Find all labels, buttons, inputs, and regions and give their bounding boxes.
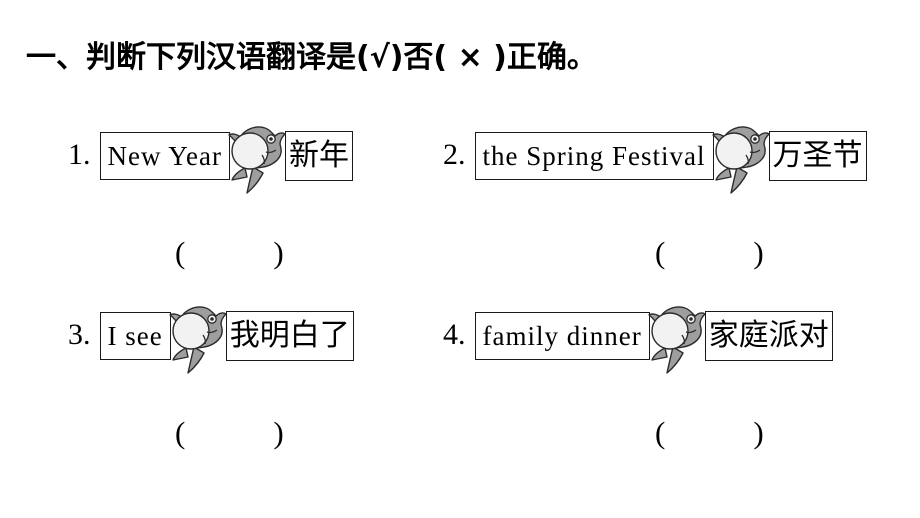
answer-paren-close-2: ) [753,235,764,270]
answer-paren-open-1: ( [175,235,186,270]
answer-slot-4[interactable]: () [655,417,764,448]
goldfish-icon [709,124,773,200]
section-title-text: 一、判断下列汉语翻译是(√)否( × )正确。 [26,40,597,75]
chinese-term-box-3[interactable]: 我明白了 [225,311,354,361]
answer-paren-close-4: ) [753,415,764,450]
answer-paren-close-1: ) [273,235,284,270]
english-term-box-4[interactable]: family dinner [474,312,650,360]
answer-slot-2[interactable]: () [655,237,764,268]
english-term-box-2[interactable]: the Spring Festival [474,132,714,180]
goldfish-icon [645,304,709,380]
chinese-term-box-1[interactable]: 新年 [284,131,353,181]
item-number-1: 1. [68,138,91,171]
answer-paren-close-3: ) [273,415,284,450]
chinese-term-box-4[interactable]: 家庭派对 [704,311,833,361]
english-term-box-3[interactable]: I see [99,312,171,360]
answer-paren-open-2: ( [655,235,666,270]
exercise-item-1: 1. New Year 新年 [68,126,353,194]
exercise-item-4: 4. family dinner 家庭派对 [443,306,833,374]
item-number-4: 4. [443,318,466,351]
answer-paren-open-4: ( [655,415,666,450]
exercise-item-2: 2. the Spring Festival 万圣节 [443,126,867,194]
page-title: 一、判断下列汉语翻译是(√)否( × )正确。 [26,40,597,76]
goldfish-icon [166,304,230,380]
goldfish-icon [225,124,289,200]
answer-paren-open-3: ( [175,415,186,450]
chinese-term-box-2[interactable]: 万圣节 [768,131,867,181]
answer-slot-3[interactable]: () [175,417,284,448]
item-number-3: 3. [68,318,91,351]
answer-slot-1[interactable]: () [175,237,284,268]
exercise-item-3: 3. I see 我明白了 [68,306,354,374]
item-number-2: 2. [443,138,466,171]
english-term-box-1[interactable]: New Year [99,132,230,180]
